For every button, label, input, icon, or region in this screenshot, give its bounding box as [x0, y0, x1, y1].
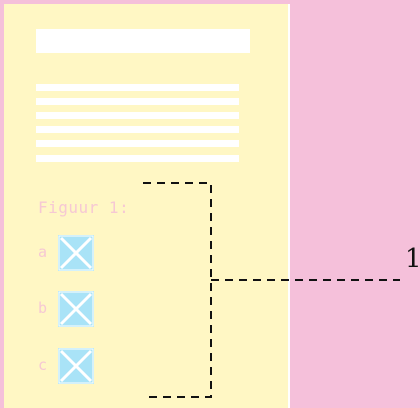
- item-letter-a: a: [38, 243, 48, 261]
- image-placeholder-icon: [58, 235, 94, 271]
- text-line-placeholder: [36, 140, 239, 147]
- text-line-placeholder: [36, 84, 239, 91]
- text-line-placeholder: [36, 155, 239, 162]
- text-line-placeholder: [36, 126, 239, 133]
- item-letter-b: b: [38, 299, 48, 317]
- image-placeholder-icon: [58, 348, 94, 384]
- image-placeholder-icon: [58, 291, 94, 327]
- document-title-placeholder: [36, 29, 250, 53]
- figure-caption: Figuur 1:: [38, 198, 130, 217]
- item-letter-c: c: [38, 356, 48, 374]
- text-line-placeholder: [36, 98, 239, 105]
- text-line-placeholder: [36, 112, 239, 119]
- document-page: [4, 4, 290, 408]
- callout-number: 1: [405, 244, 420, 274]
